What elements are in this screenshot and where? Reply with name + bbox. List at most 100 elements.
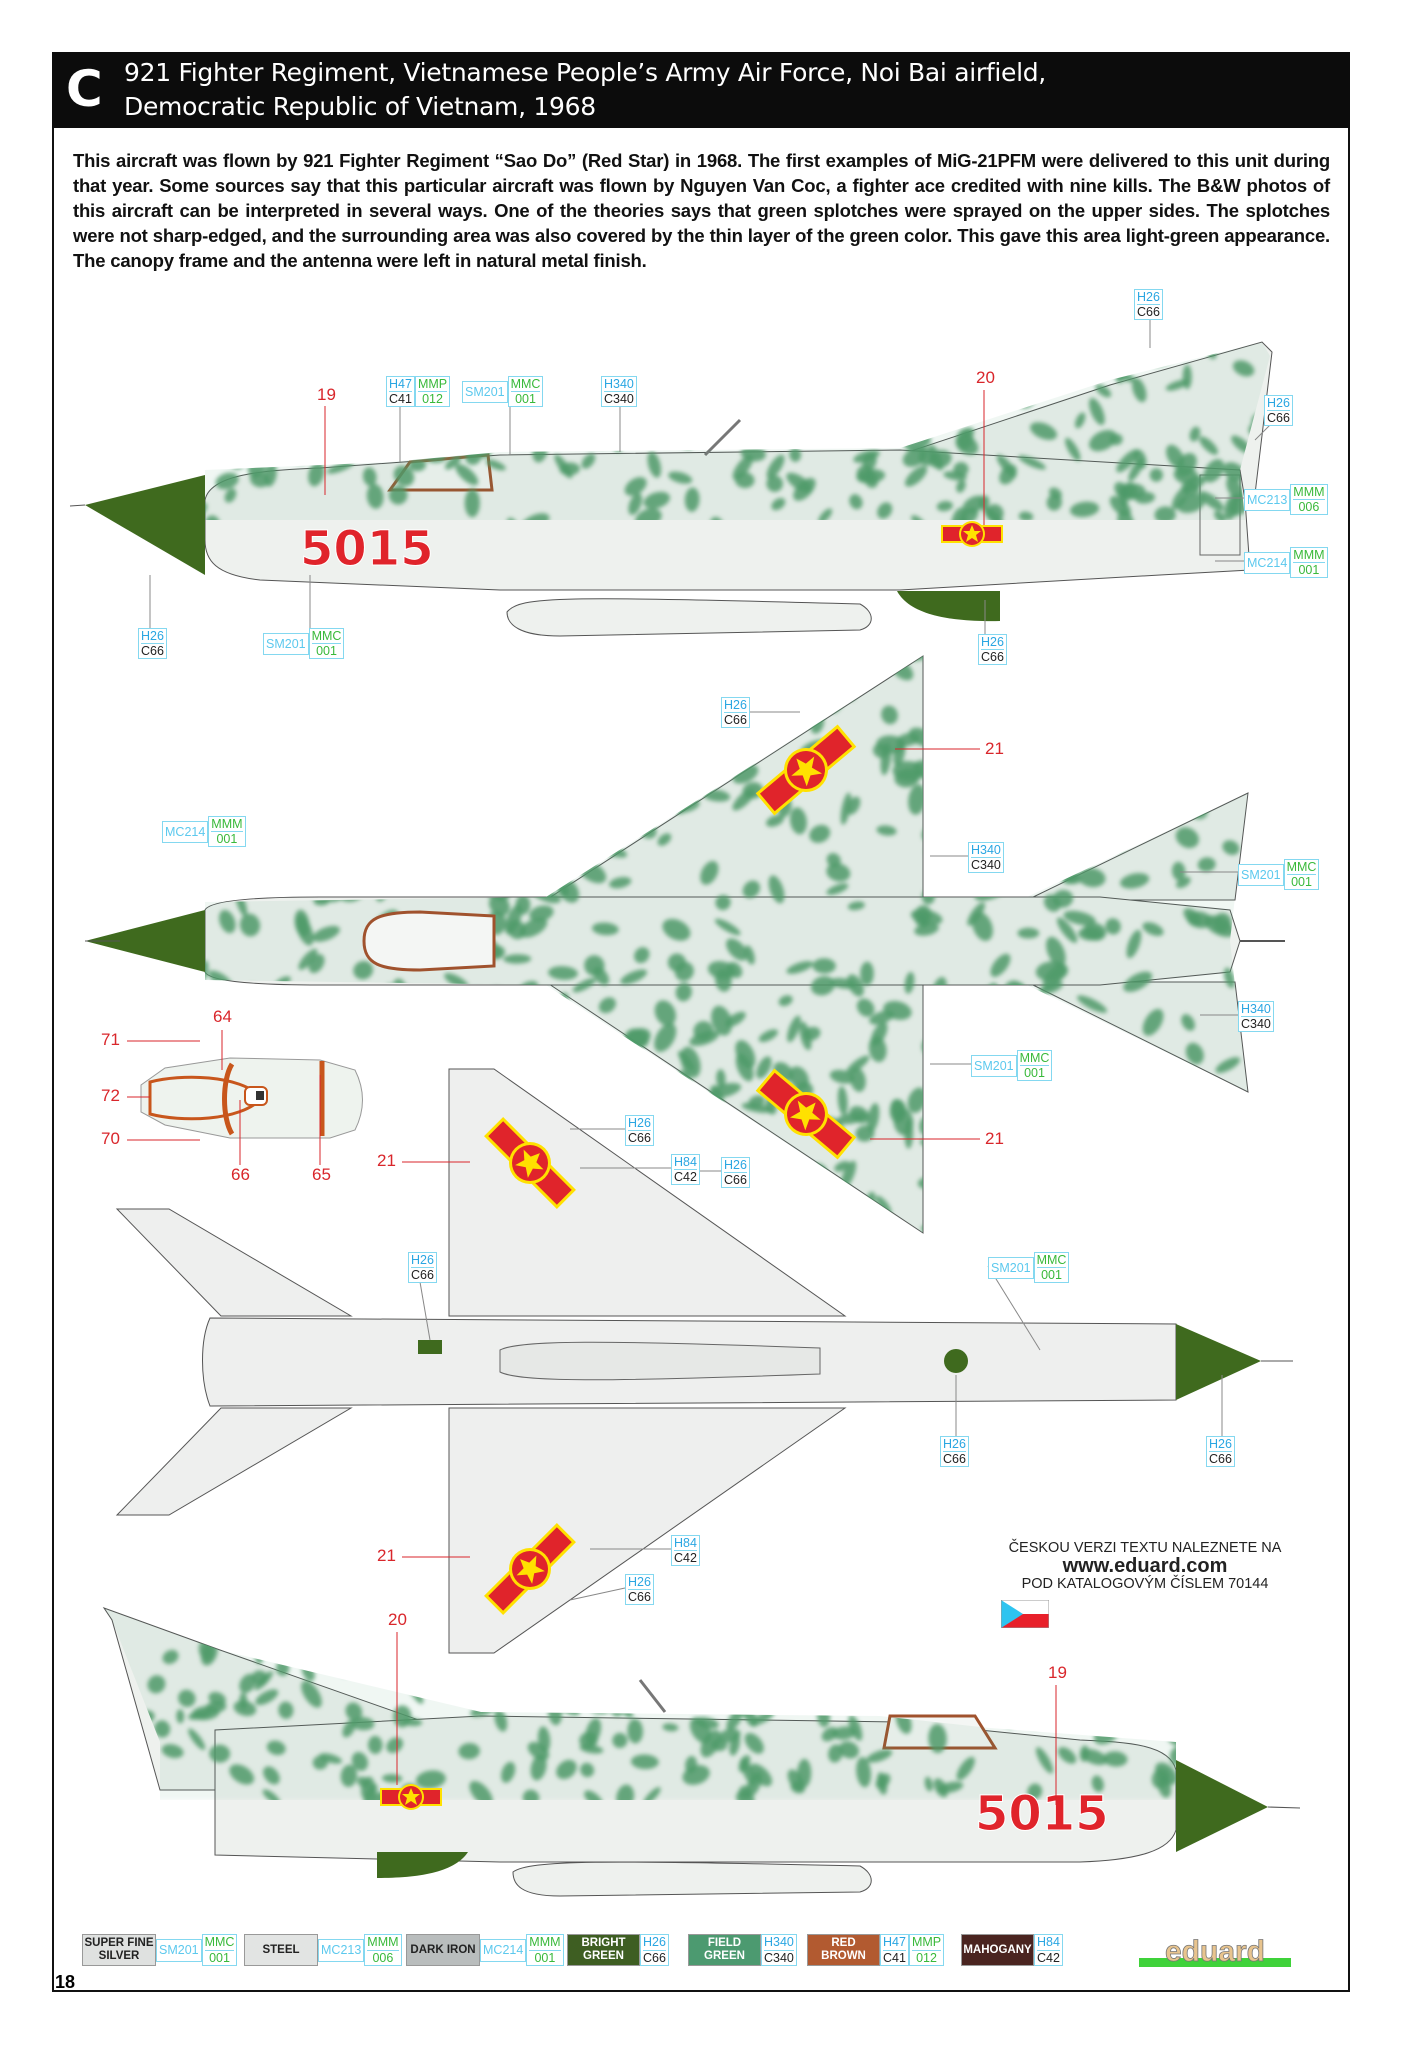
camo-splotch (531, 762, 554, 783)
camo-splotch (1116, 757, 1148, 773)
camo-splotch (294, 909, 310, 937)
camo-splotch (821, 362, 847, 384)
paint-code-text: MMM (529, 1935, 561, 1951)
camo-splotch (759, 1149, 784, 1171)
camo-splotch (1033, 755, 1053, 784)
camo-splotch (1005, 692, 1026, 722)
camo-splotch (1189, 426, 1201, 442)
camo-splotch (826, 863, 851, 882)
camo-splotch (347, 1018, 365, 1035)
camo-splotch (673, 413, 688, 427)
camo-splotch (1214, 1194, 1248, 1208)
camo-splotch (1081, 1749, 1108, 1766)
camo-splotch (622, 813, 642, 830)
camo-splotch (662, 1723, 679, 1732)
camo-splotch (972, 912, 993, 941)
camo-splotch (943, 471, 967, 481)
camo-splotch (892, 761, 925, 782)
camo-splotch (984, 827, 1001, 838)
camo-splotch (605, 1629, 621, 1646)
camo-splotch (849, 494, 863, 510)
camo-splotch (1155, 656, 1186, 672)
camo-splotch (634, 947, 650, 964)
website-link[interactable]: www.eduard.com (1062, 1555, 1228, 1577)
camo-splotch (932, 1595, 958, 1609)
camo-splotch (937, 751, 967, 773)
camo-splotch (715, 894, 731, 911)
camo-splotch (734, 472, 755, 489)
paint-code-text: H26 (724, 698, 747, 713)
camo-splotch (1183, 908, 1202, 926)
camo-splotch (464, 488, 480, 518)
camo-splotch (918, 447, 935, 466)
camo-splotch (345, 1702, 363, 1721)
camo-splotch (1096, 346, 1111, 365)
decal-number: 20 (976, 368, 995, 387)
camo-splotch (1197, 658, 1224, 673)
camo-splotch (331, 1040, 341, 1057)
camo-splotch (685, 1130, 705, 1152)
camo-splotch (1128, 458, 1144, 482)
camo-splotch (1161, 1615, 1176, 1635)
camo-splotch (738, 409, 756, 427)
bottom-view (115, 1068, 1293, 1654)
camo-splotch (239, 1673, 256, 1693)
camo-splotch (1153, 667, 1171, 687)
camo-splotch (368, 785, 389, 808)
paint-code-text: C66 (628, 1590, 651, 1604)
camo-splotch (1150, 770, 1169, 789)
camo-splotch (950, 1092, 962, 1123)
svg-text:eduard: eduard (1165, 1935, 1265, 1968)
camo-splotch (1089, 429, 1117, 452)
camo-splotch (392, 440, 411, 458)
camo-splotch (483, 1655, 500, 1667)
camo-splotch (726, 1121, 746, 1140)
paint-code-text: 001 (1041, 1268, 1062, 1282)
camo-splotch (612, 1042, 626, 1061)
camo-splotch (600, 761, 615, 794)
camo-splotch (990, 953, 1011, 977)
paint-code-text: 001 (209, 1951, 230, 1965)
eduard-logo: eduard (1139, 1935, 1291, 1968)
camo-splotch (781, 403, 795, 427)
camo-splotch (875, 422, 890, 445)
camo-splotch (821, 1727, 838, 1742)
camo-splotch (285, 1613, 304, 1635)
camo-splotch (1199, 436, 1218, 455)
camo-splotch (1148, 656, 1178, 663)
camo-splotch (1222, 840, 1240, 856)
camo-splotch (1081, 1170, 1095, 1186)
camo-splotch (1062, 1120, 1077, 1153)
paint-code-text: MMC (1019, 1051, 1050, 1066)
camo-splotch (985, 1082, 1002, 1098)
camo-splotch (584, 1790, 603, 1800)
camo-splotch (721, 1674, 744, 1698)
camo-splotch (634, 687, 661, 709)
camo-splotch (627, 1718, 643, 1744)
camo-splotch (685, 1755, 697, 1774)
camo-splotch (951, 656, 970, 662)
camo-splotch (1058, 342, 1082, 349)
camo-splotch (686, 693, 712, 709)
camo-splotch (926, 1059, 943, 1077)
camo-splotch (326, 687, 343, 714)
paint-code-text: H26 (628, 1116, 651, 1131)
paint-code-text: MC214 (483, 1942, 524, 1957)
camo-splotch (1082, 1187, 1106, 1218)
camo-splotch (559, 462, 580, 476)
camo-splotch (1214, 510, 1226, 520)
camo-splotch (994, 688, 1021, 701)
tailplane-underside-lower (115, 1407, 353, 1516)
paint-code: MC214 (1244, 551, 1291, 574)
camo-splotch (694, 1717, 719, 1729)
camo-splotch (239, 913, 261, 937)
